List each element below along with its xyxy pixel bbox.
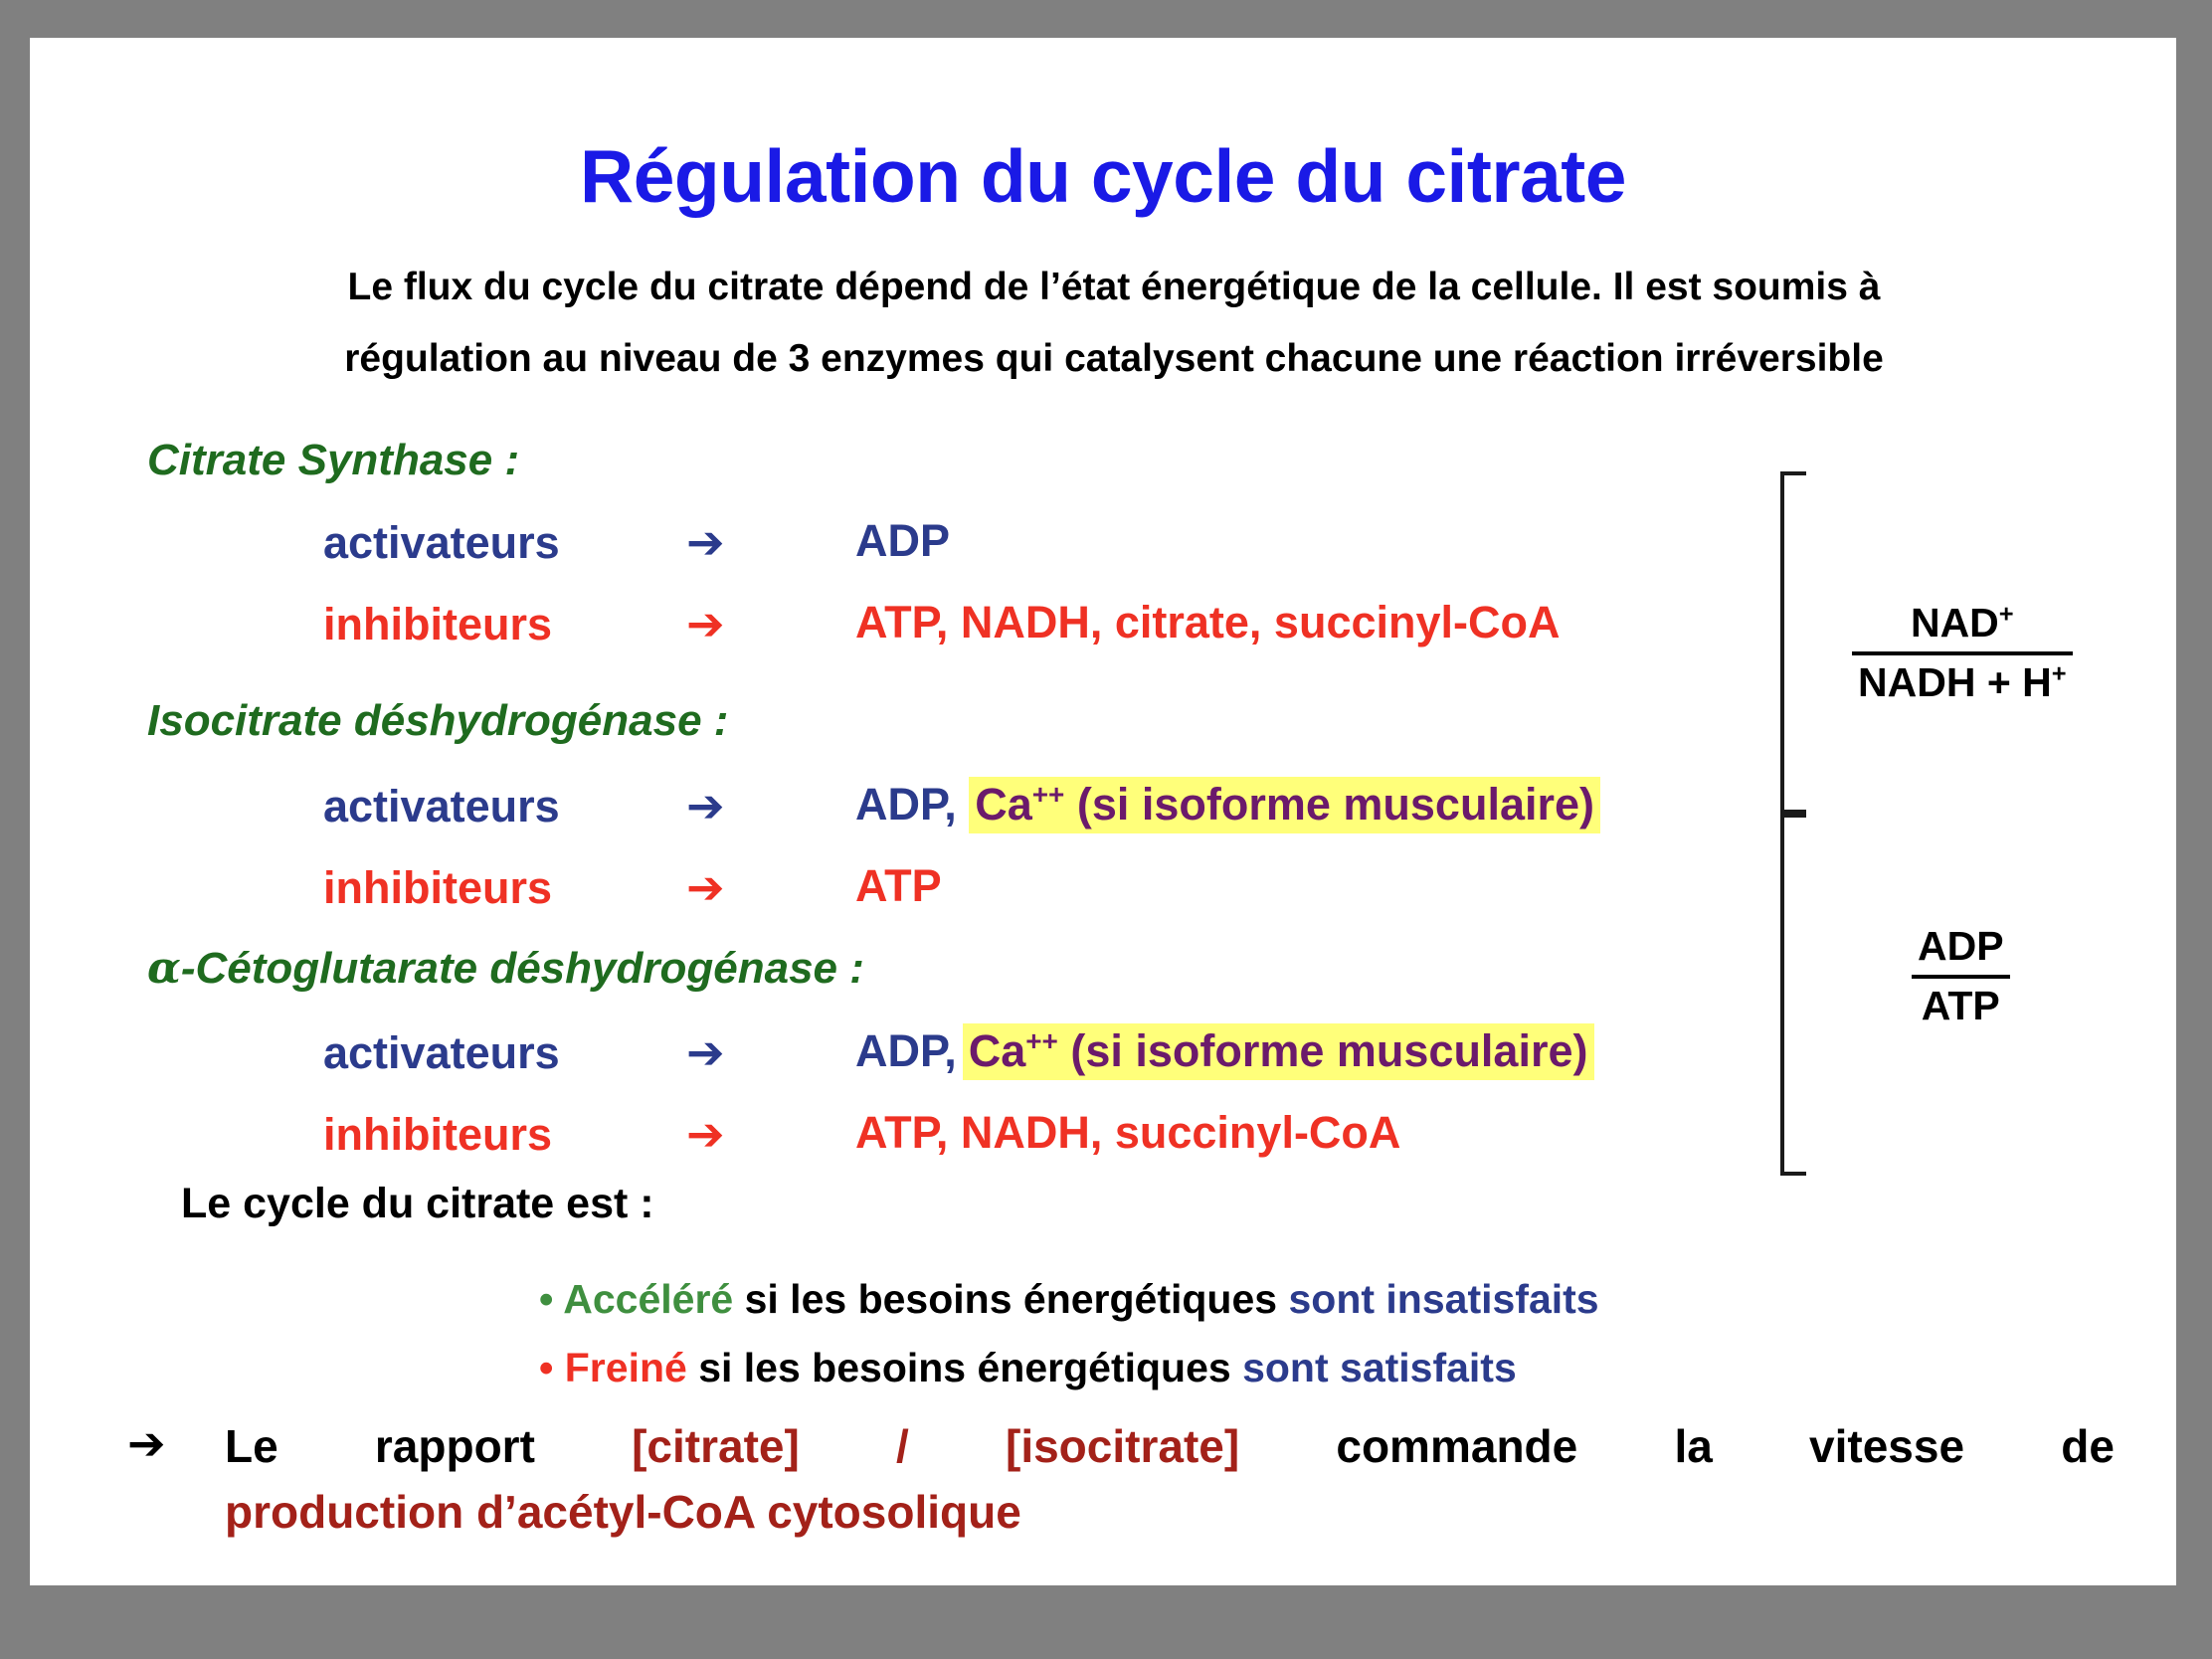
alpha-cetoglutarate-activators-adp: ADP, <box>855 1025 957 1076</box>
final-arrow-icon: ➔ <box>127 1416 166 1470</box>
final-statement-line-1: Le rapport [citrate] / [isocitrate] comm… <box>225 1416 2115 1476</box>
bullet-middle-text: si les besoins énergétiques <box>733 1276 1289 1322</box>
calcium-charge-superscript: ++ <box>1031 779 1065 810</box>
isocitrate-activators-adp: ADP, <box>855 779 957 830</box>
bullet-middle-text: si les besoins énergétiques <box>686 1345 1243 1390</box>
alpha-cetoglutarate-inhibitors-value: ATP, NADH, succinyl-CoA <box>855 1107 1401 1158</box>
plus-superscript: + <box>2051 659 2067 688</box>
alpha-symbol: α <box>147 943 181 994</box>
isocitrate-calcium-highlight: Ca++ (si isoforme musculaire) <box>969 777 1601 833</box>
final-word-slash: / <box>896 1420 909 1472</box>
ratio-denominator-text: NADH + H <box>1858 659 2052 705</box>
page-title: Régulation du cycle du citrate <box>580 134 1626 218</box>
bullet-keyword: Accéléré <box>563 1276 734 1322</box>
subtitle-line-1: Le flux du cycle du citrate dépend de l’… <box>347 266 1881 308</box>
conclusion-bullet-freine: • Freiné si les besoins énergétiques son… <box>539 1345 1517 1391</box>
fraction-bar <box>1852 651 2073 655</box>
ratio-denominator: NADH + H+ <box>1852 659 2073 706</box>
arrow-right-icon: ➔ <box>686 597 725 650</box>
alpha-cetoglutarate-name: -Cétoglutarate déshydrogénase : <box>180 944 864 993</box>
bullet-keyword: Freiné <box>564 1345 687 1390</box>
arrow-right-icon: ➔ <box>686 860 725 914</box>
citrate-synthase-activators-label: activateurs <box>323 517 560 568</box>
final-word-vitesse: vitesse <box>1809 1420 1965 1472</box>
ratio-nad-nadh: NAD+ NADH + H+ <box>1852 600 2073 706</box>
arrow-right-icon: ➔ <box>686 515 725 569</box>
final-word-citrate: [citrate] <box>632 1420 800 1472</box>
ratio-numerator: ADP <box>1918 923 2004 969</box>
alpha-cetoglutarate-inhibitors-label: inhibiteurs <box>323 1109 553 1160</box>
citrate-synthase-inhibitors-label: inhibiteurs <box>323 599 553 649</box>
citrate-synthase-inhibitors-value: ATP, NADH, citrate, succinyl-CoA <box>855 597 1561 647</box>
final-word-de: de <box>2061 1420 2115 1472</box>
conclusion-heading: Le cycle du citrate est : <box>181 1180 654 1227</box>
plus-superscript: + <box>1998 600 2014 629</box>
isocitrate-activators-value: ADP, Ca++ (si isoforme musculaire) <box>855 777 1601 833</box>
bracket-adp-ratio <box>1780 814 1806 1176</box>
conclusion-bullet-accelere: • Accéléré si les besoins énergétiques s… <box>539 1276 1599 1323</box>
arrow-right-icon: ➔ <box>686 779 725 832</box>
alpha-cetoglutarate-activators-value: ADP,Ca++ (si isoforme musculaire) <box>855 1023 1594 1080</box>
final-word-rapport: rapport <box>374 1420 535 1472</box>
arrow-right-icon: ➔ <box>686 1107 725 1161</box>
isocitrate-inhibitors-value: ATP <box>855 860 942 911</box>
ratio-adp-atp: ADP ATP <box>1912 923 2010 1029</box>
ratio-numerator: NAD+ <box>1852 600 2073 648</box>
arrow-right-icon: ➔ <box>686 1025 725 1079</box>
enzyme-heading-isocitrate-deshydrogenase: Isocitrate déshydrogénase : <box>147 696 729 745</box>
slide-subtitle: Le flux du cycle du citrate dépend de l’… <box>189 252 2039 395</box>
subtitle-line-2: régulation au niveau de 3 enzymes qui ca… <box>344 337 1884 380</box>
bullet-marker-icon: • <box>539 1276 554 1322</box>
final-statement-line-2: production d’acétyl-CoA cytosolique <box>225 1486 1021 1538</box>
ratio-numerator-text: NAD <box>1910 600 1999 645</box>
citrate-synthase-activators-value: ADP <box>855 515 951 566</box>
final-word-la: la <box>1674 1420 1713 1472</box>
slide-canvas: Régulation du cycle du citrate Le flux d… <box>30 38 2176 1585</box>
final-word-le: Le <box>225 1420 278 1472</box>
fraction-bar <box>1912 975 2010 979</box>
isocitrate-inhibitors-label: inhibiteurs <box>323 862 553 913</box>
alpha-cetoglutarate-calcium-highlight: Ca++ (si isoforme musculaire) <box>962 1023 1594 1080</box>
final-word-isocitrate: [isocitrate] <box>1006 1420 1240 1472</box>
enzyme-heading-citrate-synthase: Citrate Synthase : <box>147 436 520 484</box>
bracket-nad-ratio <box>1780 471 1806 814</box>
bullet-marker-icon: • <box>539 1345 554 1390</box>
isocitrate-activators-label: activateurs <box>323 781 560 831</box>
enzyme-heading-alpha-cetoglutarate-deshydrogenase: α-Cétoglutarate déshydrogénase : <box>147 943 864 994</box>
final-word-commande: commande <box>1336 1420 1578 1472</box>
calcium-charge-superscript: ++ <box>1025 1025 1058 1056</box>
alpha-cetoglutarate-activators-label: activateurs <box>323 1027 560 1078</box>
bullet-tail-text: sont insatisfaits <box>1288 1276 1599 1322</box>
bullet-tail-text: sont satisfaits <box>1242 1345 1517 1390</box>
ratio-denominator: ATP <box>1921 983 2000 1028</box>
